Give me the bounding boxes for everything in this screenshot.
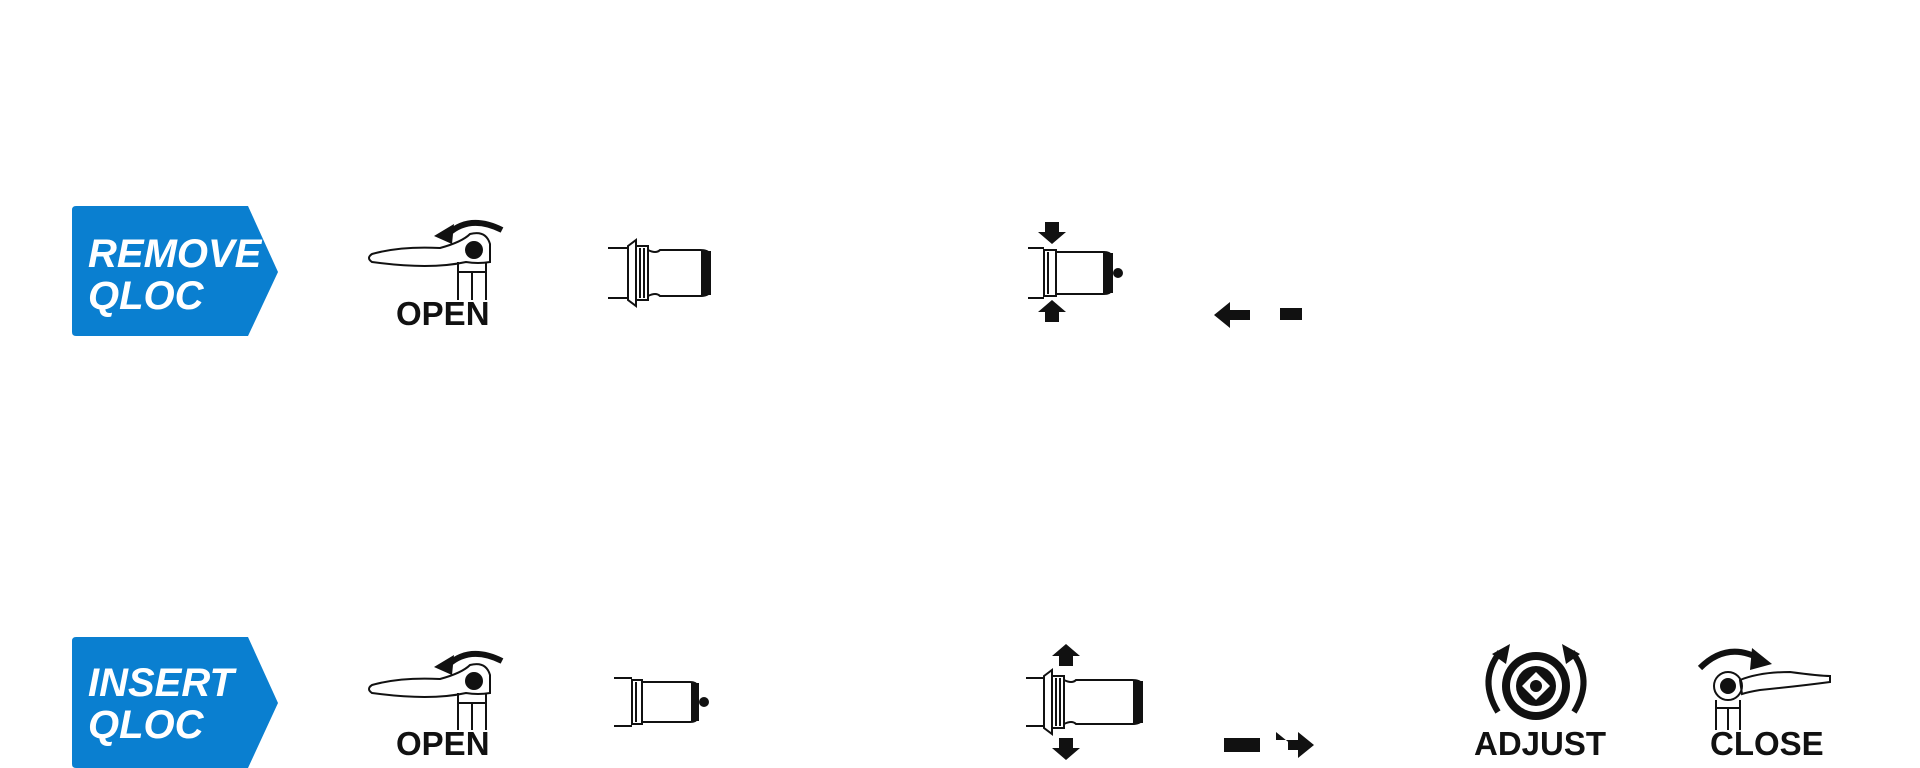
close-label: CLOSE — [1710, 725, 1824, 762]
insert-qloc-badge: INSERT QLOC — [72, 637, 278, 768]
badge-shape — [72, 206, 278, 336]
push-right-arrow-icon — [1224, 732, 1314, 758]
adjust-dial-icon — [1485, 644, 1587, 720]
remove-qloc-badge: REMOVE QLOC — [72, 206, 278, 336]
axle-release-icon — [1026, 644, 1143, 760]
axle-head-icon — [614, 677, 709, 727]
pull-left-arrow-icon — [1214, 302, 1302, 328]
axle-squeeze-icon — [1028, 222, 1123, 322]
badge-line-1: INSERT — [88, 661, 238, 705]
lever-open-icon — [368, 220, 504, 300]
open-label: OPEN — [396, 725, 490, 762]
lever-open-icon — [368, 651, 504, 730]
badge-shape — [72, 637, 278, 768]
remove-row: REMOVE QLOC OPEN — [72, 206, 1302, 336]
adjust-label: ADJUST — [1474, 725, 1606, 762]
lever-close-icon — [1697, 648, 1831, 730]
open-label: OPEN — [396, 295, 490, 332]
badge-line-2: QLOC — [88, 274, 205, 318]
badge-line-1: REMOVE — [88, 232, 263, 276]
axle-head-icon — [608, 238, 711, 308]
badge-line-2: QLOC — [88, 703, 205, 747]
insert-row: INSERT QLOC OPEN — [72, 637, 1831, 768]
